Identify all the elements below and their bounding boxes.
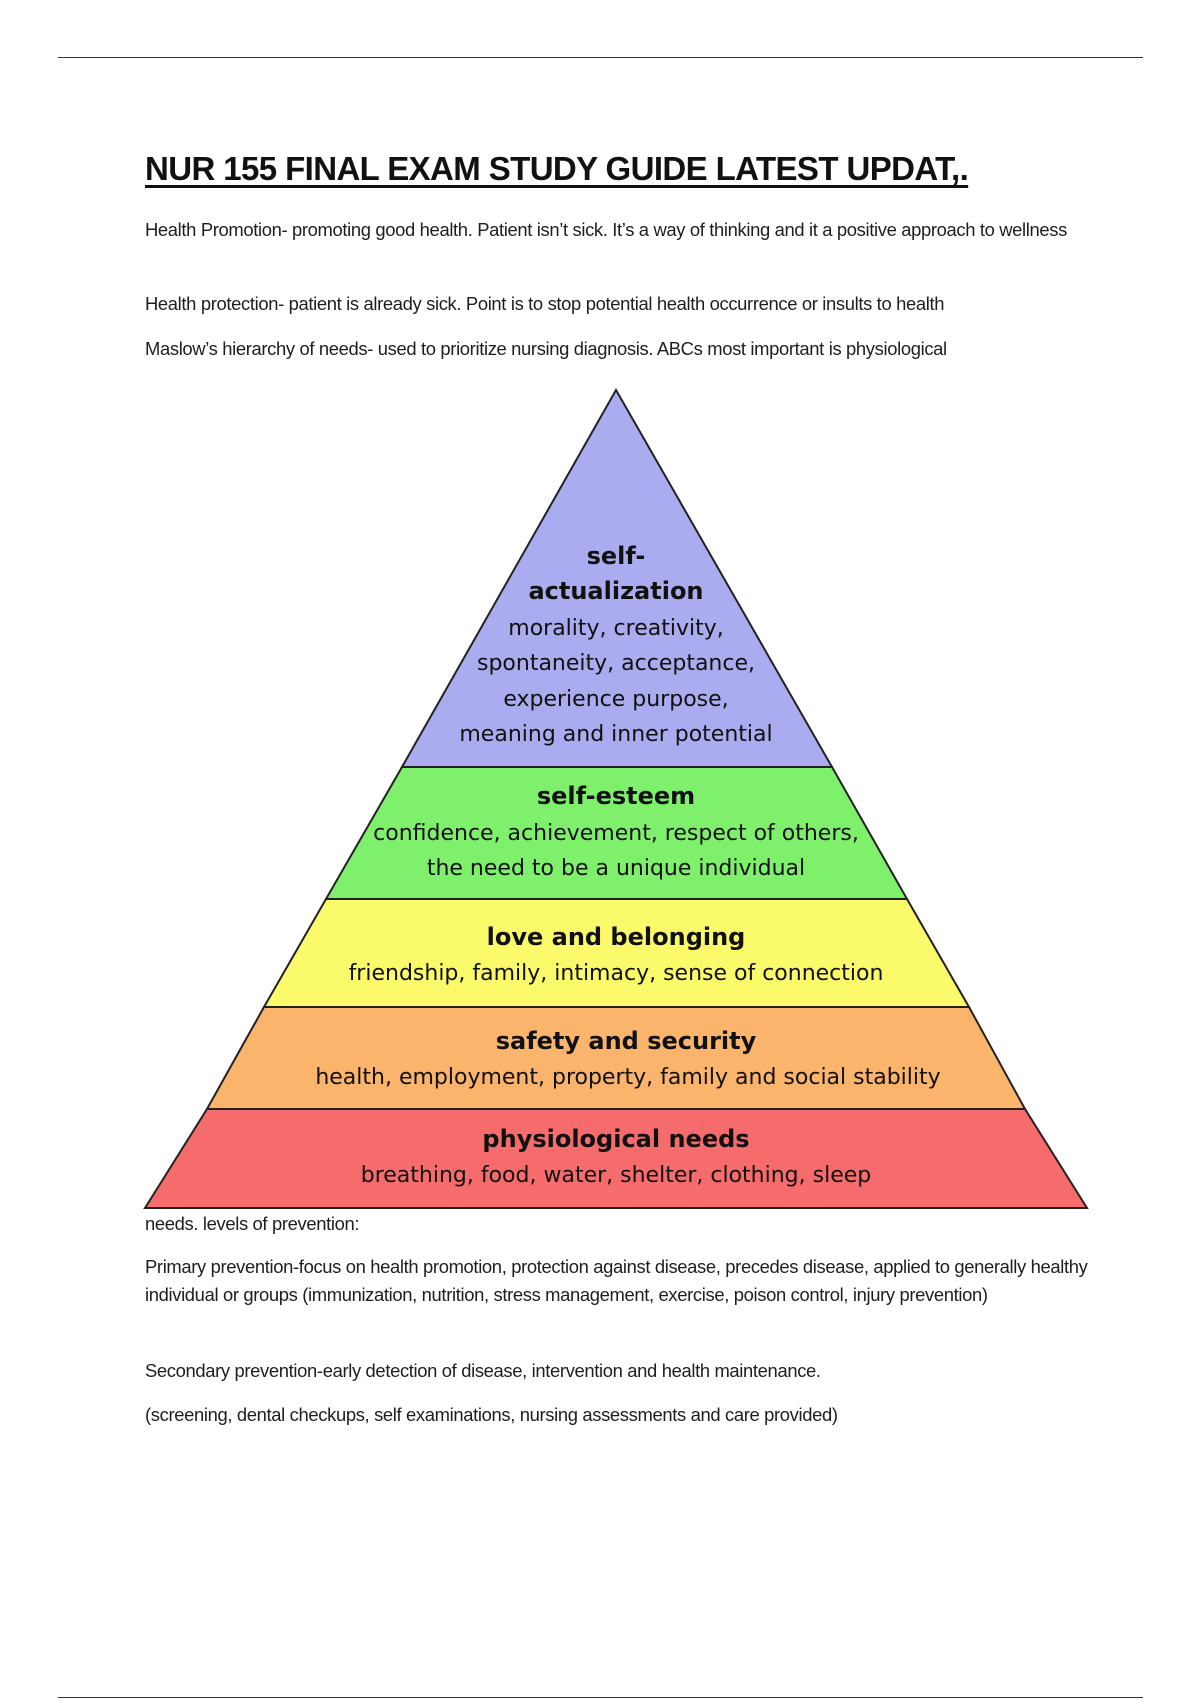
pyramid-level-physiological-needs: physiological needs breathing, food, wat… xyxy=(143,1108,1089,1209)
level-title-self-actualization-line-1: self- xyxy=(587,542,646,570)
pyramid-level-self-esteem: self-esteem confidence, achievement, res… xyxy=(324,766,909,900)
level-desc-safety-and-security: health, employment, property, family and… xyxy=(315,1065,940,1090)
pyramid-tier-physiological-needs xyxy=(143,1108,1089,1209)
pyramid-tier-love-and-belonging xyxy=(262,898,971,1008)
secondary-prevention-examples-paragraph: (screening, dental checkups, self examin… xyxy=(145,1404,838,1425)
top-rule xyxy=(58,57,1143,58)
level-desc-self-actualization-line-4: meaning and inner potential xyxy=(459,722,772,747)
levels-of-prevention-paragraph: needs. levels of prevention: xyxy=(145,1213,360,1234)
maslow-paragraph: Maslow’s hierarchy of needs- used to pri… xyxy=(145,338,947,359)
level-desc-self-actualization-line-3: experience purpose, xyxy=(503,687,728,712)
level-title-love-and-belonging: love and belonging xyxy=(487,923,746,951)
level-desc-self-actualization-line-1: morality, creativity, xyxy=(508,616,723,641)
health-protection-paragraph: Health protection- patient is already si… xyxy=(145,293,945,314)
level-desc-self-esteem-line-1: confidence, achievement, respect of othe… xyxy=(373,821,859,846)
pyramid-tier-safety-and-security xyxy=(205,1006,1027,1110)
level-title-safety-and-security: safety and security xyxy=(496,1027,757,1055)
pyramid-level-safety-and-security: safety and security health, employment, … xyxy=(205,1006,1027,1110)
level-desc-physiological-needs: breathing, food, water, shelter, clothin… xyxy=(361,1163,872,1188)
level-title-self-esteem: self-esteem xyxy=(537,782,695,810)
secondary-prevention-paragraph: Secondary prevention-early detection of … xyxy=(145,1360,821,1381)
document-title: NUR 155 FINAL EXAM STUDY GUIDE LATEST UP… xyxy=(145,150,969,187)
pyramid-level-love-and-belonging: love and belonging friendship, family, i… xyxy=(262,898,971,1008)
primary-prevention-paragraph: Primary prevention-focus on health promo… xyxy=(145,1256,1088,1305)
level-desc-self-esteem-line-2: the need to be a unique individual xyxy=(427,856,805,881)
level-title-self-actualization-line-2: actualization xyxy=(528,577,703,605)
bottom-rule xyxy=(58,1697,1143,1698)
level-title-physiological-needs: physiological needs xyxy=(482,1125,749,1153)
level-desc-love-and-belonging: friendship, family, intimacy, sense of c… xyxy=(349,961,884,986)
health-promotion-paragraph: Health Promotion- promoting good health.… xyxy=(145,219,1067,240)
pyramid-level-self-actualization: self- actualization morality, creativity… xyxy=(400,387,834,768)
level-desc-self-actualization-line-2: spontaneity, acceptance, xyxy=(477,651,755,676)
